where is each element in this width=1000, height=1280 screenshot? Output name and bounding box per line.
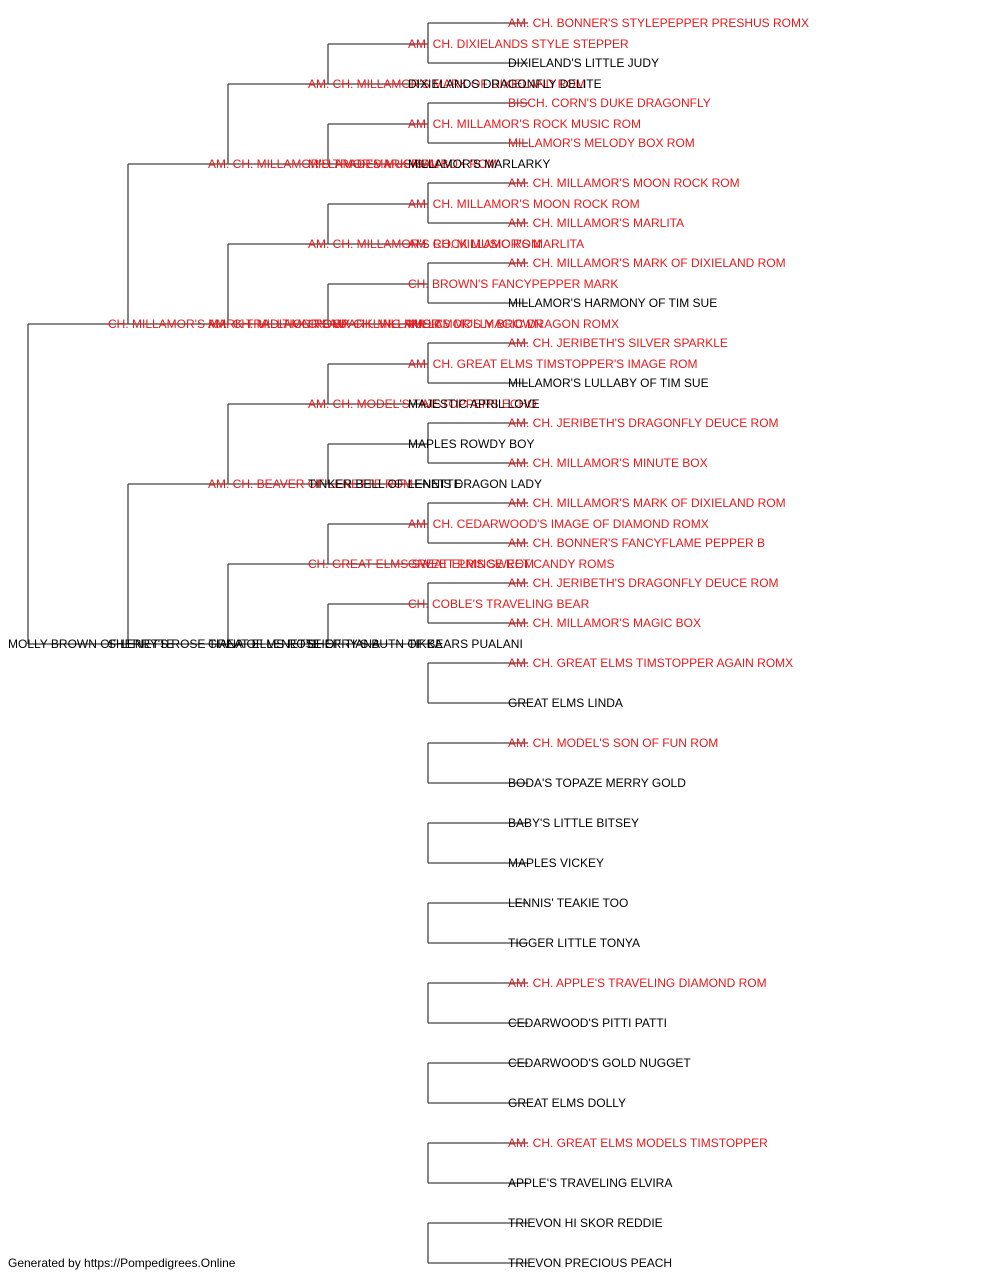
gen5-ancestor-19[interactable]: AM. CH. MODEL'S SON OF FUN ROM <box>508 736 718 750</box>
gen5-ancestor-3[interactable]: BISCH. CORN'S DUKE DRAGONFLY <box>508 96 711 110</box>
gen5-ancestor-10[interactable]: MILLAMOR'S LULLABY OF TIM SUE <box>508 376 709 390</box>
gen3-ancestor-5[interactable]: AM. CH. MODEL'S TIMSTOPPERS ECHO <box>308 397 537 411</box>
gen3-ancestor-1[interactable]: AM. CH. MILLAMOR'S MARK OF DIXIELAND ROM <box>308 77 586 91</box>
gen5-ancestor-7[interactable]: AM. CH. MILLAMOR'S MARK OF DIXIELAND ROM <box>508 256 786 270</box>
gen4-ancestor-3[interactable]: AM. CH. MILLAMOR'S ROCK MUSIC ROM <box>408 117 641 131</box>
gen3-ancestor-2[interactable]: MILLAMOR'S MUSICAL BOX ROM <box>308 157 497 171</box>
gen4-ancestor-10[interactable]: MAJESTIC APRIL LOVE <box>408 397 540 411</box>
gen3-ancestor-4[interactable]: CH.AM. CH. MILLAMOR'S MOLLY BROWN <box>308 317 543 331</box>
gen5-ancestor-17[interactable]: AM. CH. GREAT ELMS TIMSTOPPER AGAIN ROMX <box>508 656 793 670</box>
gen3-ancestor-3[interactable]: AM. CH. MILLAMOR'S ROCK MUSIC ROM <box>308 237 541 251</box>
gen5-ancestor-26[interactable]: CEDARWOOD'S PITTI PATTI <box>508 1016 667 1030</box>
gen4-ancestor-14[interactable]: GREAT ELMS SWEET CANDY ROMS <box>408 557 614 571</box>
gen1-ancestor-1[interactable]: CH. MILLAMOR'S MARK TRADITION ROMX <box>108 317 350 331</box>
gen5-ancestor-12[interactable]: AM. CH. MILLAMOR'S MINUTE BOX <box>508 456 708 470</box>
gen2-ancestor-1[interactable]: AM. CH. MILLAMOR'S TRADEMARK ROM <box>208 157 439 171</box>
gen4-ancestor-4[interactable]: MILLAMOR'S MARLARKY <box>408 157 550 171</box>
gen5-ancestor-8[interactable]: MILLAMOR'S HARMONY OF TIM SUE <box>508 296 717 310</box>
gen2-ancestor-2[interactable]: AM. CH. MILLAMOR'S SPARKLING MUSIC <box>208 317 443 331</box>
gen4-ancestor-7[interactable]: CH. BROWN'S FANCYPEPPER MARK <box>408 277 618 291</box>
gen4-ancestor-1[interactable]: AM. CH. DIXIELANDS STYLE STEPPER <box>408 37 629 51</box>
gen5-ancestor-29[interactable]: AM. CH. GREAT ELMS MODELS TIMSTOPPER <box>508 1136 768 1150</box>
gen5-ancestor-30[interactable]: APPLE'S TRAVELING ELVIRA <box>508 1176 672 1190</box>
gen4-ancestor-2[interactable]: DIXIELANDS DRAGONFLY DELITE <box>408 77 602 91</box>
gen5-ancestor-4[interactable]: MILLAMOR'S MELODY BOX ROM <box>508 136 695 150</box>
gen5-ancestor-11[interactable]: AM. CH. JERIBETH'S DRAGONFLY DEUCE ROM <box>508 416 779 430</box>
gen5-ancestor-24[interactable]: TIGGER LITTLE TONYA <box>508 936 640 950</box>
gen5-ancestor-28[interactable]: GREAT ELMS DOLLY <box>508 1096 626 1110</box>
gen5-ancestor-15[interactable]: AM. CH. JERIBETH'S DRAGONFLY DEUCE ROM <box>508 576 779 590</box>
gen5-ancestor-27[interactable]: CEDARWOOD'S GOLD NUGGET <box>508 1056 691 1070</box>
gen4-ancestor-13[interactable]: AM. CH. CEDARWOOD'S IMAGE OF DIAMOND ROM… <box>408 517 709 531</box>
gen4-ancestor-12[interactable]: LENNIS DRAGON LADY <box>408 477 542 491</box>
gen1-ancestor-2[interactable]: SHERRY'S ROSE TIANA OF LENETTE <box>108 637 321 651</box>
gen5-ancestor-32[interactable]: TRIEVON PRECIOUS PEACH <box>508 1256 672 1270</box>
gen2-ancestor-4[interactable]: GREAT ELMS ROSE OF TIANA <box>208 637 380 651</box>
gen5-ancestor-23[interactable]: LENNIS' TEAKIE TOO <box>508 896 628 910</box>
gen5-ancestor-1[interactable]: AM. CH. BONNER'S STYLEPEPPER PRESHUS ROM… <box>508 16 809 30</box>
gen3-ancestor-6[interactable]: TINKER BELL OF LENETTE <box>308 477 462 491</box>
gen3-ancestor-8[interactable]: SHERRY'S BUTN OF BEARS PUALANI <box>308 637 523 651</box>
gen5-ancestor-21[interactable]: BABY'S LITTLE BITSEY <box>508 816 639 830</box>
gen5-ancestor-2[interactable]: DIXIELAND'S LITTLE JUDY <box>508 56 659 70</box>
gen4-ancestor-6[interactable]: AM. CH. MILLAMOR'S MARLITA <box>408 237 584 251</box>
gen3-ancestor-7[interactable]: CH. GREAT ELMS SWEET PRINCE ROM <box>308 557 534 571</box>
gen4-ancestor-15[interactable]: CH. COBLE'S TRAVELING BEAR <box>408 597 590 611</box>
gen5-ancestor-31[interactable]: TRIEVON HI SKOR REDDIE <box>508 1216 663 1230</box>
gen4-ancestor-11[interactable]: MAPLES ROWDY BOY <box>408 437 534 451</box>
footer-credit: Generated by https://Pompedigrees.Online <box>8 1256 236 1270</box>
subject-name[interactable]: MOLLY BROWN OF LENETTE <box>8 637 174 651</box>
gen5-ancestor-25[interactable]: AM. CH. APPLE'S TRAVELING DIAMOND ROM <box>508 976 767 990</box>
gen4-ancestor-5[interactable]: AM. CH. MILLAMOR'S MOON ROCK ROM <box>408 197 640 211</box>
gen5-ancestor-13[interactable]: AM. CH. MILLAMOR'S MARK OF DIXIELAND ROM <box>508 496 786 510</box>
gen2-ancestor-3[interactable]: AM. CH. BEAVER OF LENETTE ROM <box>208 477 413 491</box>
gen5-ancestor-16[interactable]: AM. CH. MILLAMOR'S MAGIC BOX <box>508 616 701 630</box>
gen5-ancestor-5[interactable]: AM. CH. MILLAMOR'S MOON ROCK ROM <box>508 176 740 190</box>
gen4-ancestor-8[interactable]: MILLAMOR'S MAGIC DRAGON ROMX <box>408 317 619 331</box>
gen4-ancestor-9[interactable]: AM. CH. GREAT ELMS TIMSTOPPER'S IMAGE RO… <box>408 357 697 371</box>
gen5-ancestor-6[interactable]: AM. CH. MILLAMOR'S MARLITA <box>508 216 684 230</box>
gen5-ancestor-18[interactable]: GREAT ELMS LINDA <box>508 696 623 710</box>
gen5-ancestor-20[interactable]: BODA'S TOPAZE MERRY GOLD <box>508 776 686 790</box>
gen4-ancestor-16[interactable]: TIKKA <box>408 637 443 651</box>
gen5-ancestor-14[interactable]: AM. CH. BONNER'S FANCYFLAME PEPPER B <box>508 536 765 550</box>
gen5-ancestor-9[interactable]: AM. CH. JERIBETH'S SILVER SPARKLE <box>508 336 728 350</box>
gen5-ancestor-22[interactable]: MAPLES VICKEY <box>508 856 604 870</box>
